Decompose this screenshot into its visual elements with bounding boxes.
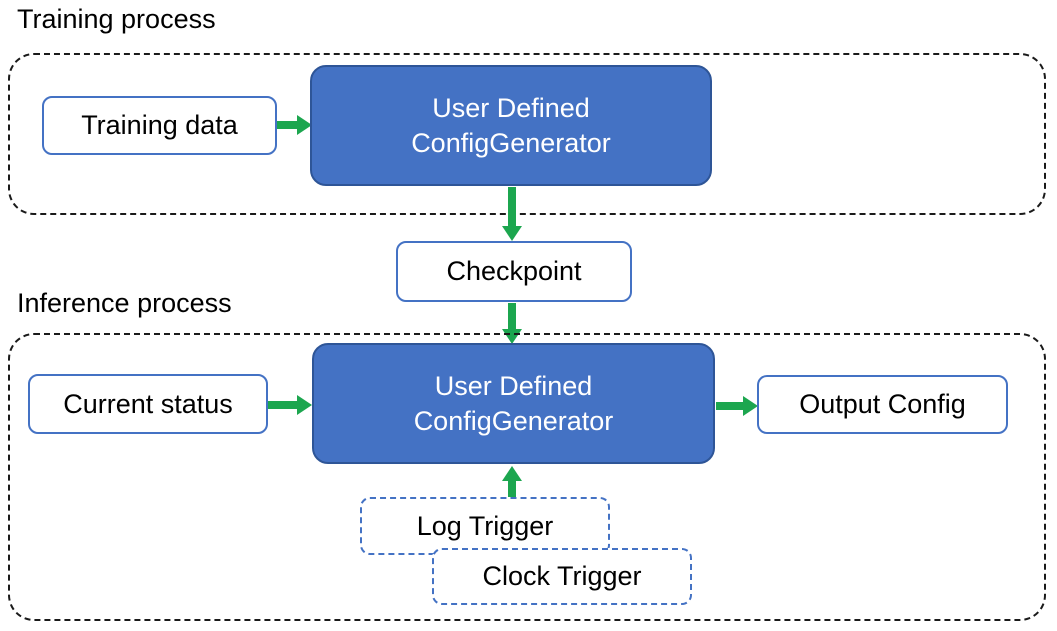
checkpoint-node: Checkpoint (396, 241, 632, 302)
arrow-current-status-to-generator (268, 395, 312, 415)
config-generator-label-line1: User Defined (432, 92, 590, 123)
arrow-checkpoint-to-generator (502, 303, 522, 344)
current-status-node: Current status (28, 374, 268, 434)
clock-trigger-label: Clock Trigger (482, 561, 642, 591)
config-generator-training-node: User Defined ConfigGenerator (310, 65, 712, 186)
arrow-stem (277, 121, 297, 129)
arrow-stem (268, 401, 297, 409)
output-config-node: Output Config (757, 375, 1008, 434)
config-generator-inference-node: User Defined ConfigGenerator (312, 343, 715, 464)
output-config-label: Output Config (799, 389, 966, 419)
config-generator-label-line2: ConfigGenerator (413, 405, 614, 436)
arrow-right-head (297, 115, 312, 135)
arrow-training-data-to-generator (277, 115, 312, 135)
inference-process-container (8, 333, 1046, 621)
log-trigger-node: Log Trigger (360, 497, 610, 555)
log-trigger-label: Log Trigger (416, 510, 554, 541)
training-data-node: Training data (42, 96, 277, 155)
arrow-down-head (502, 329, 522, 344)
arrow-generator-to-checkpoint (502, 187, 522, 241)
arrow-stem (508, 303, 516, 329)
arrow-triggers-to-generator (502, 466, 522, 497)
config-generator-label-line1: User Defined (434, 370, 593, 401)
arrow-right-head (297, 395, 312, 415)
arrow-down-head (502, 226, 522, 241)
arrow-up-head (502, 466, 522, 481)
arrow-generator-to-output-config (716, 396, 758, 416)
clock-trigger-node: Clock Trigger (432, 548, 692, 605)
training-data-label: Training data (81, 110, 238, 140)
training-process-label: Training process (17, 4, 216, 34)
arrow-right-head (743, 396, 758, 416)
inference-process-label: Inference process (17, 288, 232, 318)
arrow-stem (508, 187, 516, 226)
arrow-stem (716, 402, 743, 410)
checkpoint-label: Checkpoint (446, 256, 582, 286)
training-process-container (8, 53, 1046, 215)
config-generator-label-line2: ConfigGenerator (411, 127, 611, 158)
current-status-label: Current status (63, 388, 233, 419)
arrow-stem (508, 481, 516, 497)
